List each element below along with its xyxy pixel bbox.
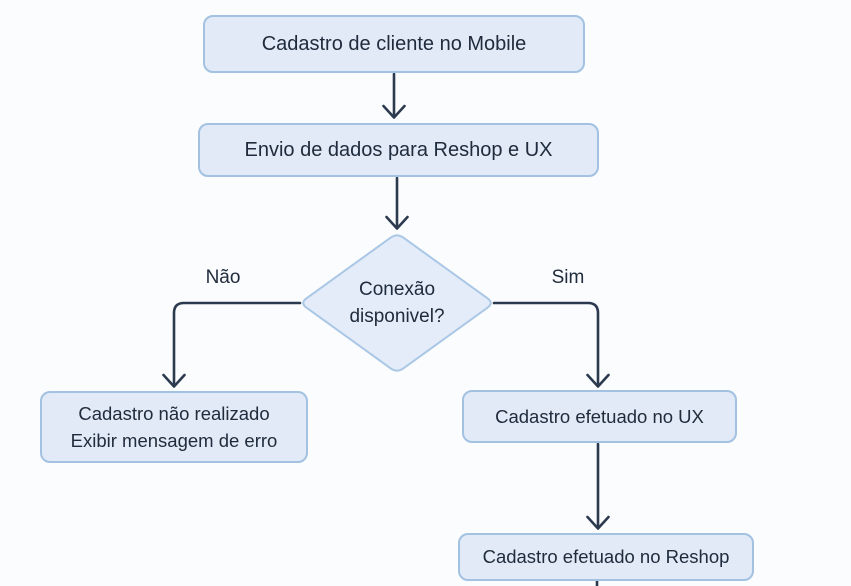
node-ux: Cadastro efetuado no UX — [462, 390, 737, 443]
node-decision-label: Conexão disponivel? — [300, 276, 494, 330]
arrow-send-to-decision — [385, 176, 409, 230]
decision-line2: disponivel? — [349, 306, 445, 327]
node-start-label: Cadastro de cliente no Mobile — [261, 32, 527, 55]
node-start: Cadastro de cliente no Mobile — [203, 15, 585, 73]
node-error: Cadastro não realizado Exibir mensagem d… — [40, 391, 308, 463]
node-reshop: Cadastro efetuado no Reshop — [458, 533, 754, 581]
arrow-ux-to-reshop — [586, 442, 610, 530]
arrowhead-icon — [385, 215, 409, 230]
node-error-line2: Exibir mensagem de erro — [70, 430, 278, 451]
arrowhead-icon — [586, 373, 610, 388]
arrowhead-icon — [162, 373, 186, 388]
decision-line1: Conexão — [358, 279, 436, 300]
arrow-decision-to-error — [162, 301, 302, 388]
node-ux-label: Cadastro efetuado no UX — [495, 405, 704, 427]
edge-label-no: Não — [205, 267, 241, 288]
node-error-line1: Cadastro não realizado — [78, 403, 270, 424]
arrowhead-icon — [382, 104, 406, 119]
arrowhead-icon — [586, 515, 610, 530]
node-send: Envio de dados para Reshop e UX — [198, 123, 599, 177]
node-reshop-label: Cadastro efetuado no Reshop — [482, 546, 730, 567]
node-send-label: Envio de dados para Reshop e UX — [244, 138, 553, 161]
arrow-start-to-send — [382, 72, 406, 119]
edge-label-yes: Sim — [551, 267, 585, 288]
arrow-decision-to-ux — [492, 301, 610, 388]
